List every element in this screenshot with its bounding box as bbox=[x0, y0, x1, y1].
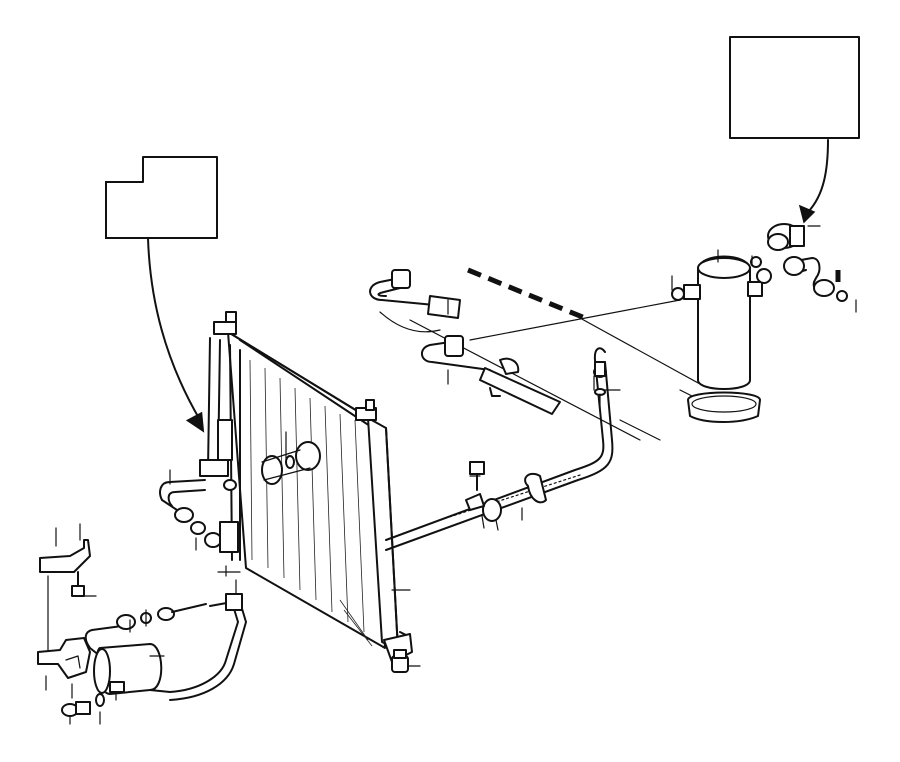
body-outline bbox=[379, 311, 701, 441]
drier-inlet-line bbox=[469, 299, 681, 341]
condenser-fittings bbox=[261, 441, 321, 485]
condenser bbox=[213, 311, 413, 663]
drier-outlet-pipe bbox=[783, 256, 848, 302]
callout-arrow-left bbox=[147, 237, 205, 433]
inline-filter-drier bbox=[93, 643, 163, 695]
callout-arrow-right bbox=[798, 139, 829, 224]
callout-box-left bbox=[105, 156, 218, 239]
pressure-switch bbox=[750, 223, 805, 284]
condenser-left-pipes bbox=[159, 337, 241, 561]
callout-box-right bbox=[729, 36, 860, 139]
condenser-mount bbox=[391, 649, 409, 673]
liquid-line bbox=[385, 347, 614, 551]
upper-hose-2 bbox=[421, 335, 561, 415]
receiver-drier bbox=[671, 255, 763, 423]
leader-lines bbox=[45, 225, 857, 725]
dashed-reference-lines bbox=[467, 267, 841, 321]
upper-hose-1 bbox=[369, 269, 461, 319]
lower-fittings bbox=[61, 693, 105, 717]
bracket-lower bbox=[37, 637, 91, 679]
